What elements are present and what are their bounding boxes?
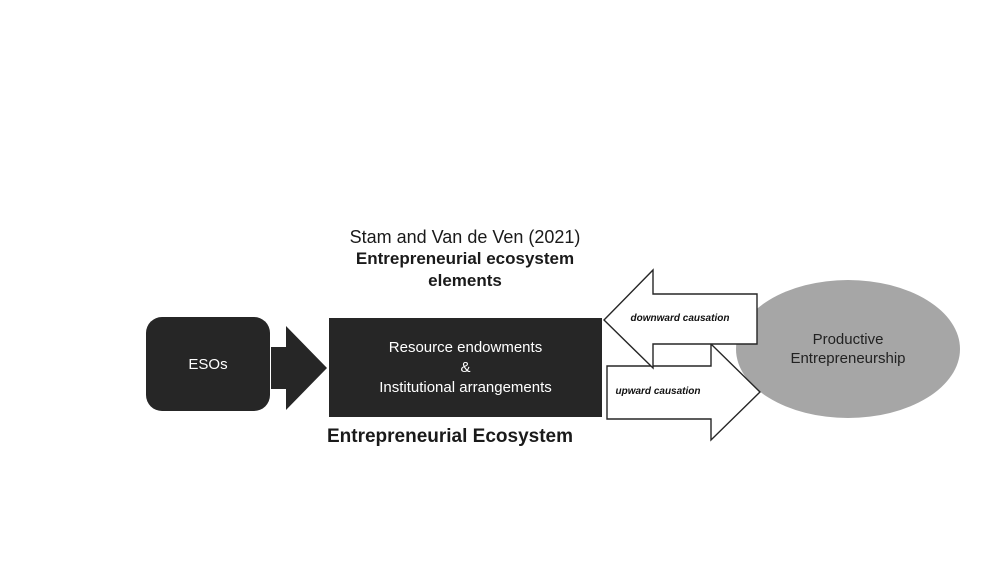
outcome-line-1: Productive [812, 331, 884, 348]
ampersand-text: & [460, 358, 471, 376]
elements-title-line-2: elements [428, 271, 502, 290]
downward-causation-label: downward causation [630, 313, 730, 324]
elements-title: Entrepreneurial ecosystem elements [330, 248, 600, 292]
ecosystem-label: Entrepreneurial Ecosystem [326, 426, 574, 447]
downward-causation-arrow [603, 268, 758, 370]
resource-endowments-text: Resource endowments [388, 338, 543, 356]
outcome-line-2: Entrepreneurship [790, 350, 906, 367]
productive-entrepreneurship-ellipse [736, 280, 960, 418]
citation: Stam and Van de Ven (2021) [349, 227, 581, 247]
eso-box: ESOs [146, 317, 270, 411]
eso-label: ESOs [188, 355, 228, 373]
ecosystem-elements-box: Resource endowments & Institutional arra… [329, 318, 602, 417]
upward-causation-arrow [606, 342, 762, 442]
institutional-arrangements-text: Institutional arrangements [379, 378, 552, 396]
upward-causation-label: upward causation [615, 386, 701, 397]
eso-to-ecosystem-arrow [271, 326, 327, 410]
outcome-label: Productive Entrepreneurship [737, 330, 959, 368]
elements-title-line-1: Entrepreneurial ecosystem [355, 249, 575, 268]
